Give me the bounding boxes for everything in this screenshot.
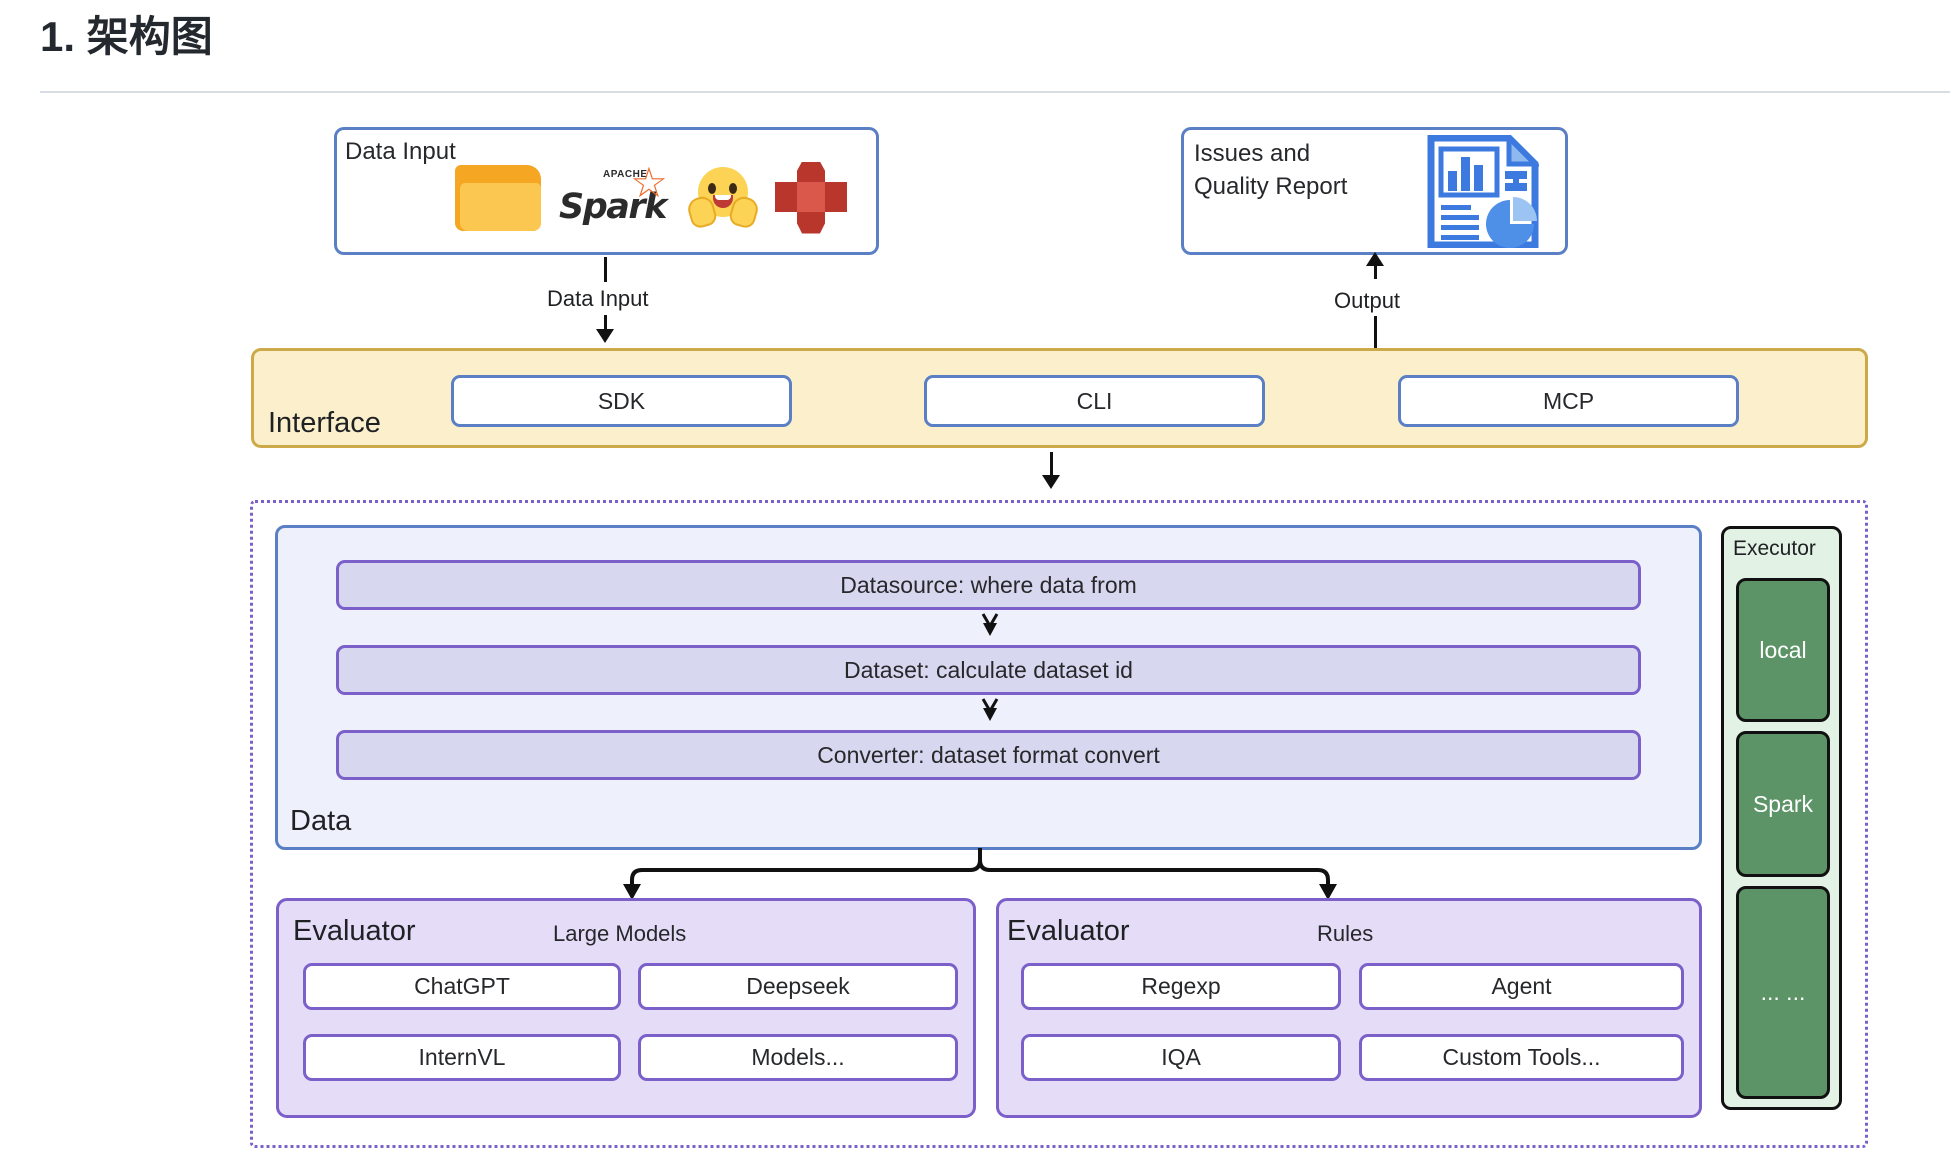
interface-button-mcp[interactable]: MCP	[1398, 375, 1739, 427]
interface-button-sdk[interactable]: SDK	[451, 375, 792, 427]
evaluator-item-regexp[interactable]: Regexp	[1021, 963, 1341, 1010]
aws-s3-icon	[775, 161, 847, 234]
interface-to-core-arrow	[1042, 475, 1060, 489]
data-input-label: Data Input	[345, 138, 456, 165]
report-document-icon	[1427, 131, 1542, 249]
data-input-connector-arrow	[596, 329, 614, 343]
evaluator-large-models-title: Evaluator	[293, 915, 416, 947]
report-label-line2: Quality Report	[1194, 173, 1348, 200]
data-input-connector-line-top	[604, 257, 607, 282]
evaluator-rules-title: Evaluator	[1007, 915, 1130, 947]
hugging-face-icon	[685, 165, 761, 231]
output-connector-arrow	[1366, 252, 1384, 266]
output-connector-label: Output	[1334, 288, 1401, 313]
data-stage-dataset: Dataset: calculate dataset id	[336, 645, 1641, 695]
data-input-icon-row: APACHE Spark ☆	[455, 150, 865, 245]
evaluator-item-iqa[interactable]: IQA	[1021, 1034, 1341, 1081]
data-input-connector-line-bottom	[604, 315, 607, 333]
executor-title: Executor	[1733, 537, 1816, 560]
output-connector-line-top	[1374, 265, 1377, 279]
folder-icon	[455, 164, 541, 231]
spark-wordmark: Spark	[559, 186, 667, 227]
interface-label: Interface	[268, 407, 381, 439]
evaluator-rules-subtitle: Rules	[1317, 921, 1374, 946]
executor-item-more[interactable]: ... ...	[1736, 886, 1830, 1099]
data-to-evaluators-connector	[590, 846, 1370, 900]
page-title: 1. 架构图	[40, 13, 213, 60]
data-stage-datasource: Datasource: where data from	[336, 560, 1641, 610]
data-stage-arrow-1	[979, 612, 1001, 637]
interface-button-cli[interactable]: CLI	[924, 375, 1265, 427]
data-stage-converter: Converter: dataset format convert	[336, 730, 1641, 780]
report-label-line1: Issues and	[1194, 140, 1311, 167]
evaluator-item-chatgpt[interactable]: ChatGPT	[303, 963, 621, 1010]
executor-item-spark[interactable]: Spark	[1736, 731, 1830, 877]
apache-spark-logo: APACHE Spark ☆	[559, 161, 671, 229]
evaluator-item-internvl[interactable]: InternVL	[303, 1034, 621, 1081]
evaluator-item-agent[interactable]: Agent	[1359, 963, 1684, 1010]
evaluator-large-models-subtitle: Large Models	[553, 921, 687, 946]
spark-apache-text: APACHE	[603, 168, 648, 180]
spark-star-icon: ☆	[630, 158, 668, 206]
executor-item-local[interactable]: local	[1736, 578, 1830, 722]
interface-to-core-line	[1050, 452, 1053, 477]
evaluator-item-models-more[interactable]: Models...	[638, 1034, 958, 1081]
header-divider	[40, 91, 1950, 93]
data-stage-arrow-2	[979, 697, 1001, 722]
evaluator-item-custom-tools[interactable]: Custom Tools...	[1359, 1034, 1684, 1081]
core-dotted-container	[250, 500, 1868, 1148]
report-label: Issues and Quality Report	[1194, 137, 1347, 203]
data-label: Data	[290, 805, 352, 837]
evaluator-item-deepseek[interactable]: Deepseek	[638, 963, 958, 1010]
output-connector-line-bottom	[1374, 316, 1377, 349]
data-input-connector-label: Data Input	[547, 286, 649, 311]
